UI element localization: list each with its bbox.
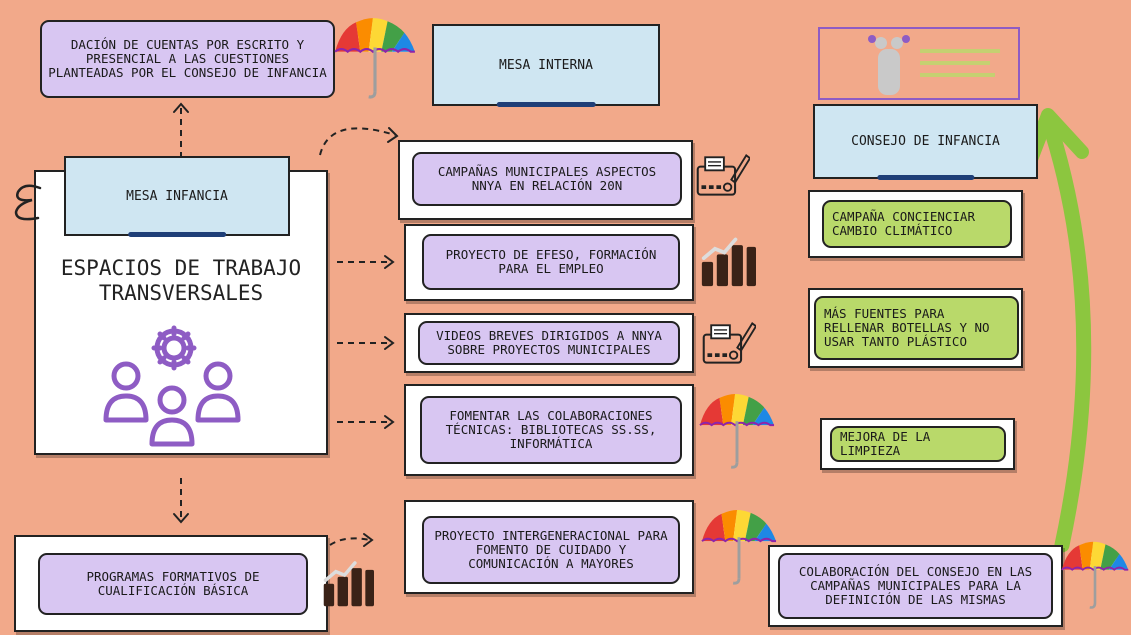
middle-item-label: PROYECTO INTERGENERACIONAL PARA FOMENTO …	[422, 516, 680, 584]
mesa-interna-title: MESA INTERNA	[499, 57, 593, 73]
bottom-right-label: COLABORACIÓN DEL CONSEJO EN LAS CAMPAÑAS…	[778, 553, 1053, 619]
middle-item-card: CAMPAÑAS MUNICIPALES ASPECTOS NNyA EN RE…	[398, 140, 693, 220]
panel-subtitle: ESPACIOS DE TRABAJO TRANSVERSALES	[36, 256, 326, 306]
middle-item-label: PROYECTO DE EFESO, FORMACIÓN PARA EL EMP…	[422, 234, 680, 290]
middle-item-card: PROYECTO INTERGENERACIONAL PARA FOMENTO …	[404, 500, 694, 594]
mascot-logo	[868, 35, 910, 95]
arrow-curve-top	[319, 127, 396, 156]
bar-chart-icon	[322, 556, 374, 608]
consejo-header: CONSEJO DE INFANCIA	[813, 104, 1038, 180]
bottom-left-card: PROGRAMAS FORMATIVOS DE CUALIFICACIÓN BÁ…	[14, 535, 328, 632]
mesa-infancia-header: MESA INFANCIA	[64, 156, 290, 237]
arrow-to-bottom-left	[329, 537, 371, 546]
right-item-card: CAMPAÑA CONCIENCIAR CAMBIO CLIMÁTICO	[808, 190, 1023, 258]
logo-text-stroke	[920, 61, 990, 65]
umbrella-icon	[1060, 540, 1130, 610]
header-tab	[128, 232, 226, 237]
bottom-left-label: PROGRAMAS FORMATIVOS DE CUALIFICACIÓN BÁ…	[38, 553, 308, 615]
logo-frame	[818, 27, 1020, 100]
mesa-interna-header: MESA INTERNA	[432, 24, 660, 107]
middle-item-text: PROYECTO INTERGENERACIONAL PARA FOMENTO …	[434, 528, 668, 571]
printer-pen-icon	[700, 318, 756, 368]
panel-subtitle-line2: TRANSVERSALES	[98, 281, 264, 305]
middle-item-label: VIDEOS BREVES DIRIGIDOS A NNyA SOBRE PRO…	[418, 321, 680, 365]
middle-item-text: PROYECTO DE EFESO, FORMACIÓN PARA EL EMP…	[445, 247, 657, 276]
middle-item-text: VIDEOS BREVES DIRIGIDOS A NNyA SOBRE PRO…	[436, 328, 662, 357]
big-green-arrow	[1044, 124, 1092, 553]
middle-item-card: FOMENTAR LAS COLABORACIONES TÉCNICAS: BI…	[404, 384, 694, 476]
right-item-label: MÁS FUENTES PARA RELLENAR BOTELLAS Y NO …	[814, 296, 1019, 360]
umbrella-icon	[698, 392, 776, 470]
mesa-infancia-title: MESA INFANCIA	[126, 188, 228, 204]
middle-item-text: CAMPAÑAS MUNICIPALES ASPECTOS NNyA EN RE…	[437, 164, 657, 193]
right-item-text: CAMPAÑA CONCIENCIAR CAMBIO CLIMÁTICO	[832, 209, 975, 238]
logo-text-stroke	[920, 49, 1000, 53]
team-gear-icon	[103, 325, 241, 447]
bottom-right-card: COLABORACIÓN DEL CONSEJO EN LAS CAMPAÑAS…	[768, 545, 1063, 627]
umbrella-icon	[333, 16, 417, 100]
right-item-text: MÁS FUENTES PARA RELLENAR BOTELLAS Y NO …	[824, 306, 990, 349]
consejo-title: CONSEJO DE INFANCIA	[851, 134, 1000, 149]
spiral-doodle	[14, 184, 42, 221]
header-tab	[876, 175, 975, 180]
right-item-card: MEJORA DE LA LIMPIEZA	[820, 418, 1015, 470]
top-left-box: DACIÓN DE CUENTAS POR ESCRITO Y PRESENCI…	[40, 20, 335, 98]
top-left-box-text: DACIÓN DE CUENTAS POR ESCRITO Y PRESENCI…	[48, 37, 327, 80]
right-item-label: MEJORA DE LA LIMPIEZA	[830, 426, 1006, 462]
panel-subtitle-line1: ESPACIOS DE TRABAJO	[60, 256, 302, 280]
right-item-text: MEJORA DE LA LIMPIEZA	[840, 429, 931, 458]
right-item-card: MÁS FUENTES PARA RELLENAR BOTELLAS Y NO …	[808, 288, 1023, 368]
bottom-right-text: COLABORACIÓN DEL CONSEJO EN LAS CAMPAÑAS…	[798, 564, 1033, 607]
bottom-left-text: PROGRAMAS FORMATIVOS DE CUALIFICACIÓN BÁ…	[86, 569, 260, 598]
printer-pen-icon	[694, 150, 750, 200]
umbrella-icon	[700, 508, 778, 586]
middle-item-text: FOMENTAR LAS COLABORACIONES TÉCNICAS: BI…	[445, 408, 657, 451]
header-tab	[496, 102, 596, 107]
bar-chart-icon	[700, 232, 756, 288]
right-item-label: CAMPAÑA CONCIENCIAR CAMBIO CLIMÁTICO	[822, 200, 1012, 248]
middle-item-card: VIDEOS BREVES DIRIGIDOS A NNyA SOBRE PRO…	[404, 313, 694, 373]
logo-text-stroke	[920, 73, 995, 77]
middle-item-label: CAMPAÑAS MUNICIPALES ASPECTOS NNyA EN RE…	[412, 152, 682, 206]
middle-item-label: FOMENTAR LAS COLABORACIONES TÉCNICAS: BI…	[420, 396, 682, 464]
middle-item-card: PROYECTO DE EFESO, FORMACIÓN PARA EL EMP…	[404, 224, 694, 301]
